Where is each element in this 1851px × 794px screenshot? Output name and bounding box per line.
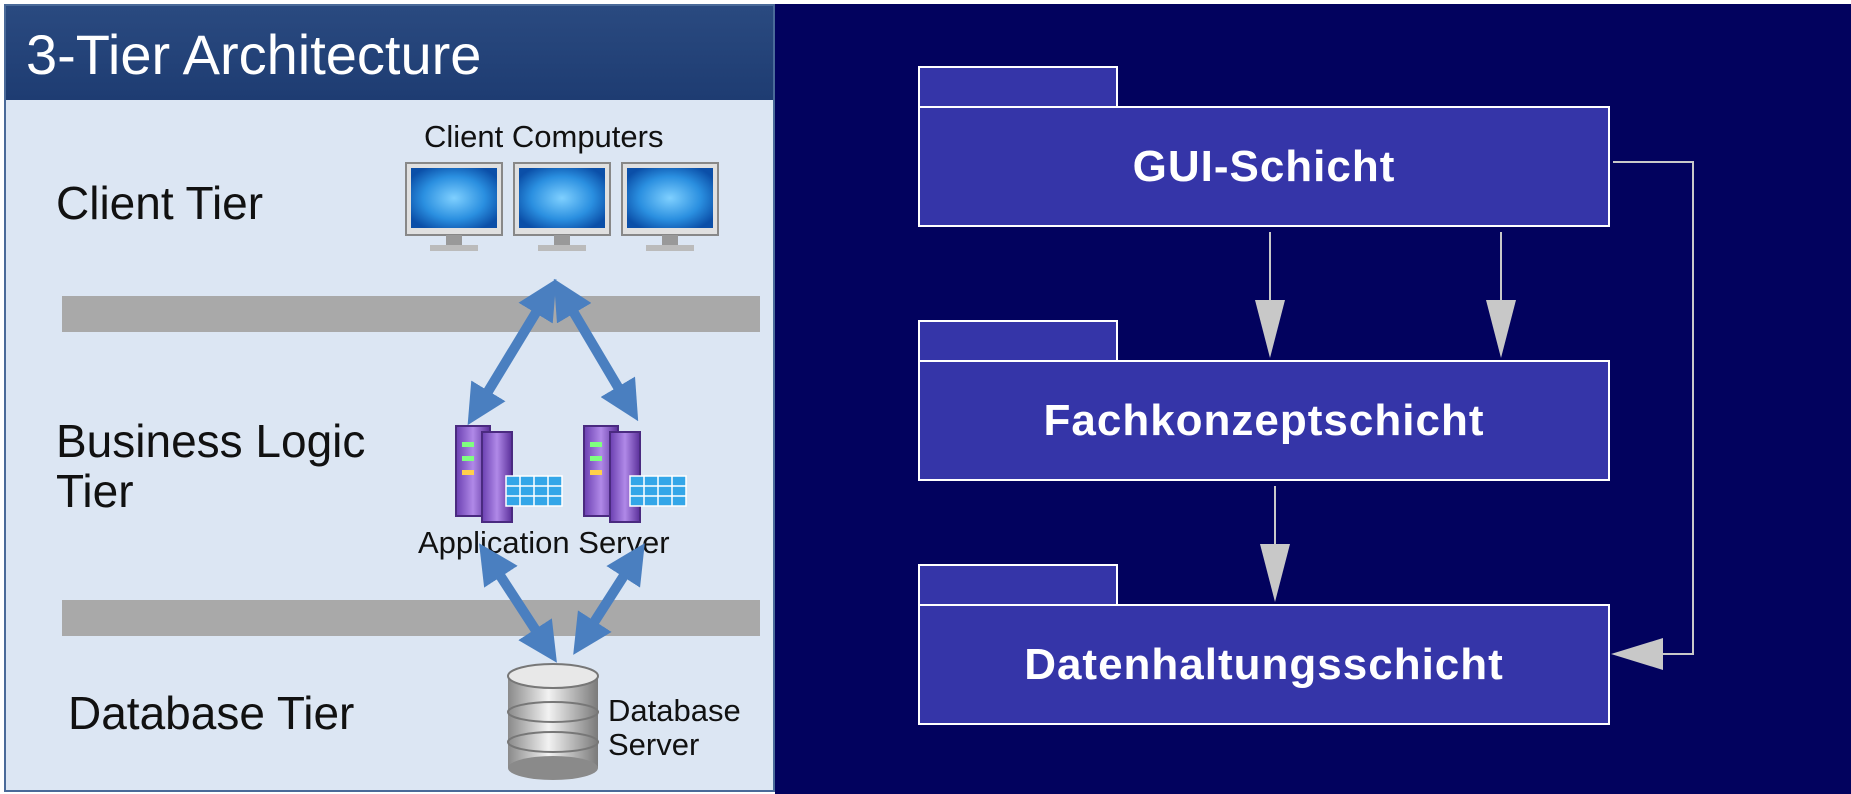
server-icon-2 bbox=[583, 425, 687, 523]
monitor-icon-2 bbox=[513, 162, 611, 251]
business-tier-label-line1: Business Logic bbox=[56, 415, 366, 467]
layer-tab-datenhaltung bbox=[918, 564, 1118, 606]
left-graphics bbox=[405, 162, 719, 780]
arrow-client-server-right bbox=[553, 278, 639, 422]
client-tier-label: Client Tier bbox=[56, 177, 264, 229]
business-tier-label-line2: Tier bbox=[56, 465, 134, 517]
layer-label-fachkonzept: Fachkonzeptschicht bbox=[1043, 395, 1485, 445]
database-icon bbox=[507, 663, 599, 780]
arrowhead-gui-fach-right bbox=[1486, 300, 1516, 358]
separator-bar-top bbox=[62, 296, 760, 332]
layer-tab-fachkonzept bbox=[918, 320, 1118, 362]
arrow-client-server-left bbox=[467, 278, 557, 426]
title-bar: 3-Tier Architecture bbox=[6, 6, 773, 100]
layer-datenhaltung: Datenhaltungsschicht bbox=[918, 604, 1610, 725]
database-server-label-line1: Database bbox=[608, 693, 741, 728]
layer-fachkonzept: Fachkonzeptschicht bbox=[918, 360, 1610, 481]
database-tier-label: Database Tier bbox=[68, 687, 355, 739]
monitor-icon-1 bbox=[405, 162, 503, 251]
layer-connectors bbox=[1255, 161, 1694, 670]
layer-label-datenhaltung: Datenhaltungsschicht bbox=[1024, 639, 1504, 689]
layer-label-gui: GUI-Schicht bbox=[1132, 141, 1396, 191]
database-server-label-line2: Server bbox=[608, 727, 700, 762]
arrowhead-gui-fach-left bbox=[1255, 300, 1285, 358]
arrow-server-database-right bbox=[573, 543, 645, 655]
server-icon-1 bbox=[455, 425, 563, 523]
connector-gui-daten-bypass bbox=[1613, 161, 1694, 655]
arrowhead-gui-daten bbox=[1611, 638, 1663, 670]
layer-tab-gui bbox=[918, 66, 1118, 108]
diagram-title: 3-Tier Architecture bbox=[26, 23, 482, 86]
arrow-server-database-left bbox=[479, 543, 557, 663]
client-computers-label: Client Computers bbox=[424, 119, 664, 154]
arrowhead-fach-daten bbox=[1260, 544, 1290, 602]
monitor-icon-3 bbox=[621, 162, 719, 251]
layer-gui: GUI-Schicht bbox=[918, 106, 1610, 227]
three-tier-panel: 3-Tier Architecture Client Tier Business… bbox=[4, 4, 775, 792]
layer-diagram-panel: GUI-Schicht Fachkonzeptschicht Datenhalt… bbox=[775, 4, 1851, 794]
